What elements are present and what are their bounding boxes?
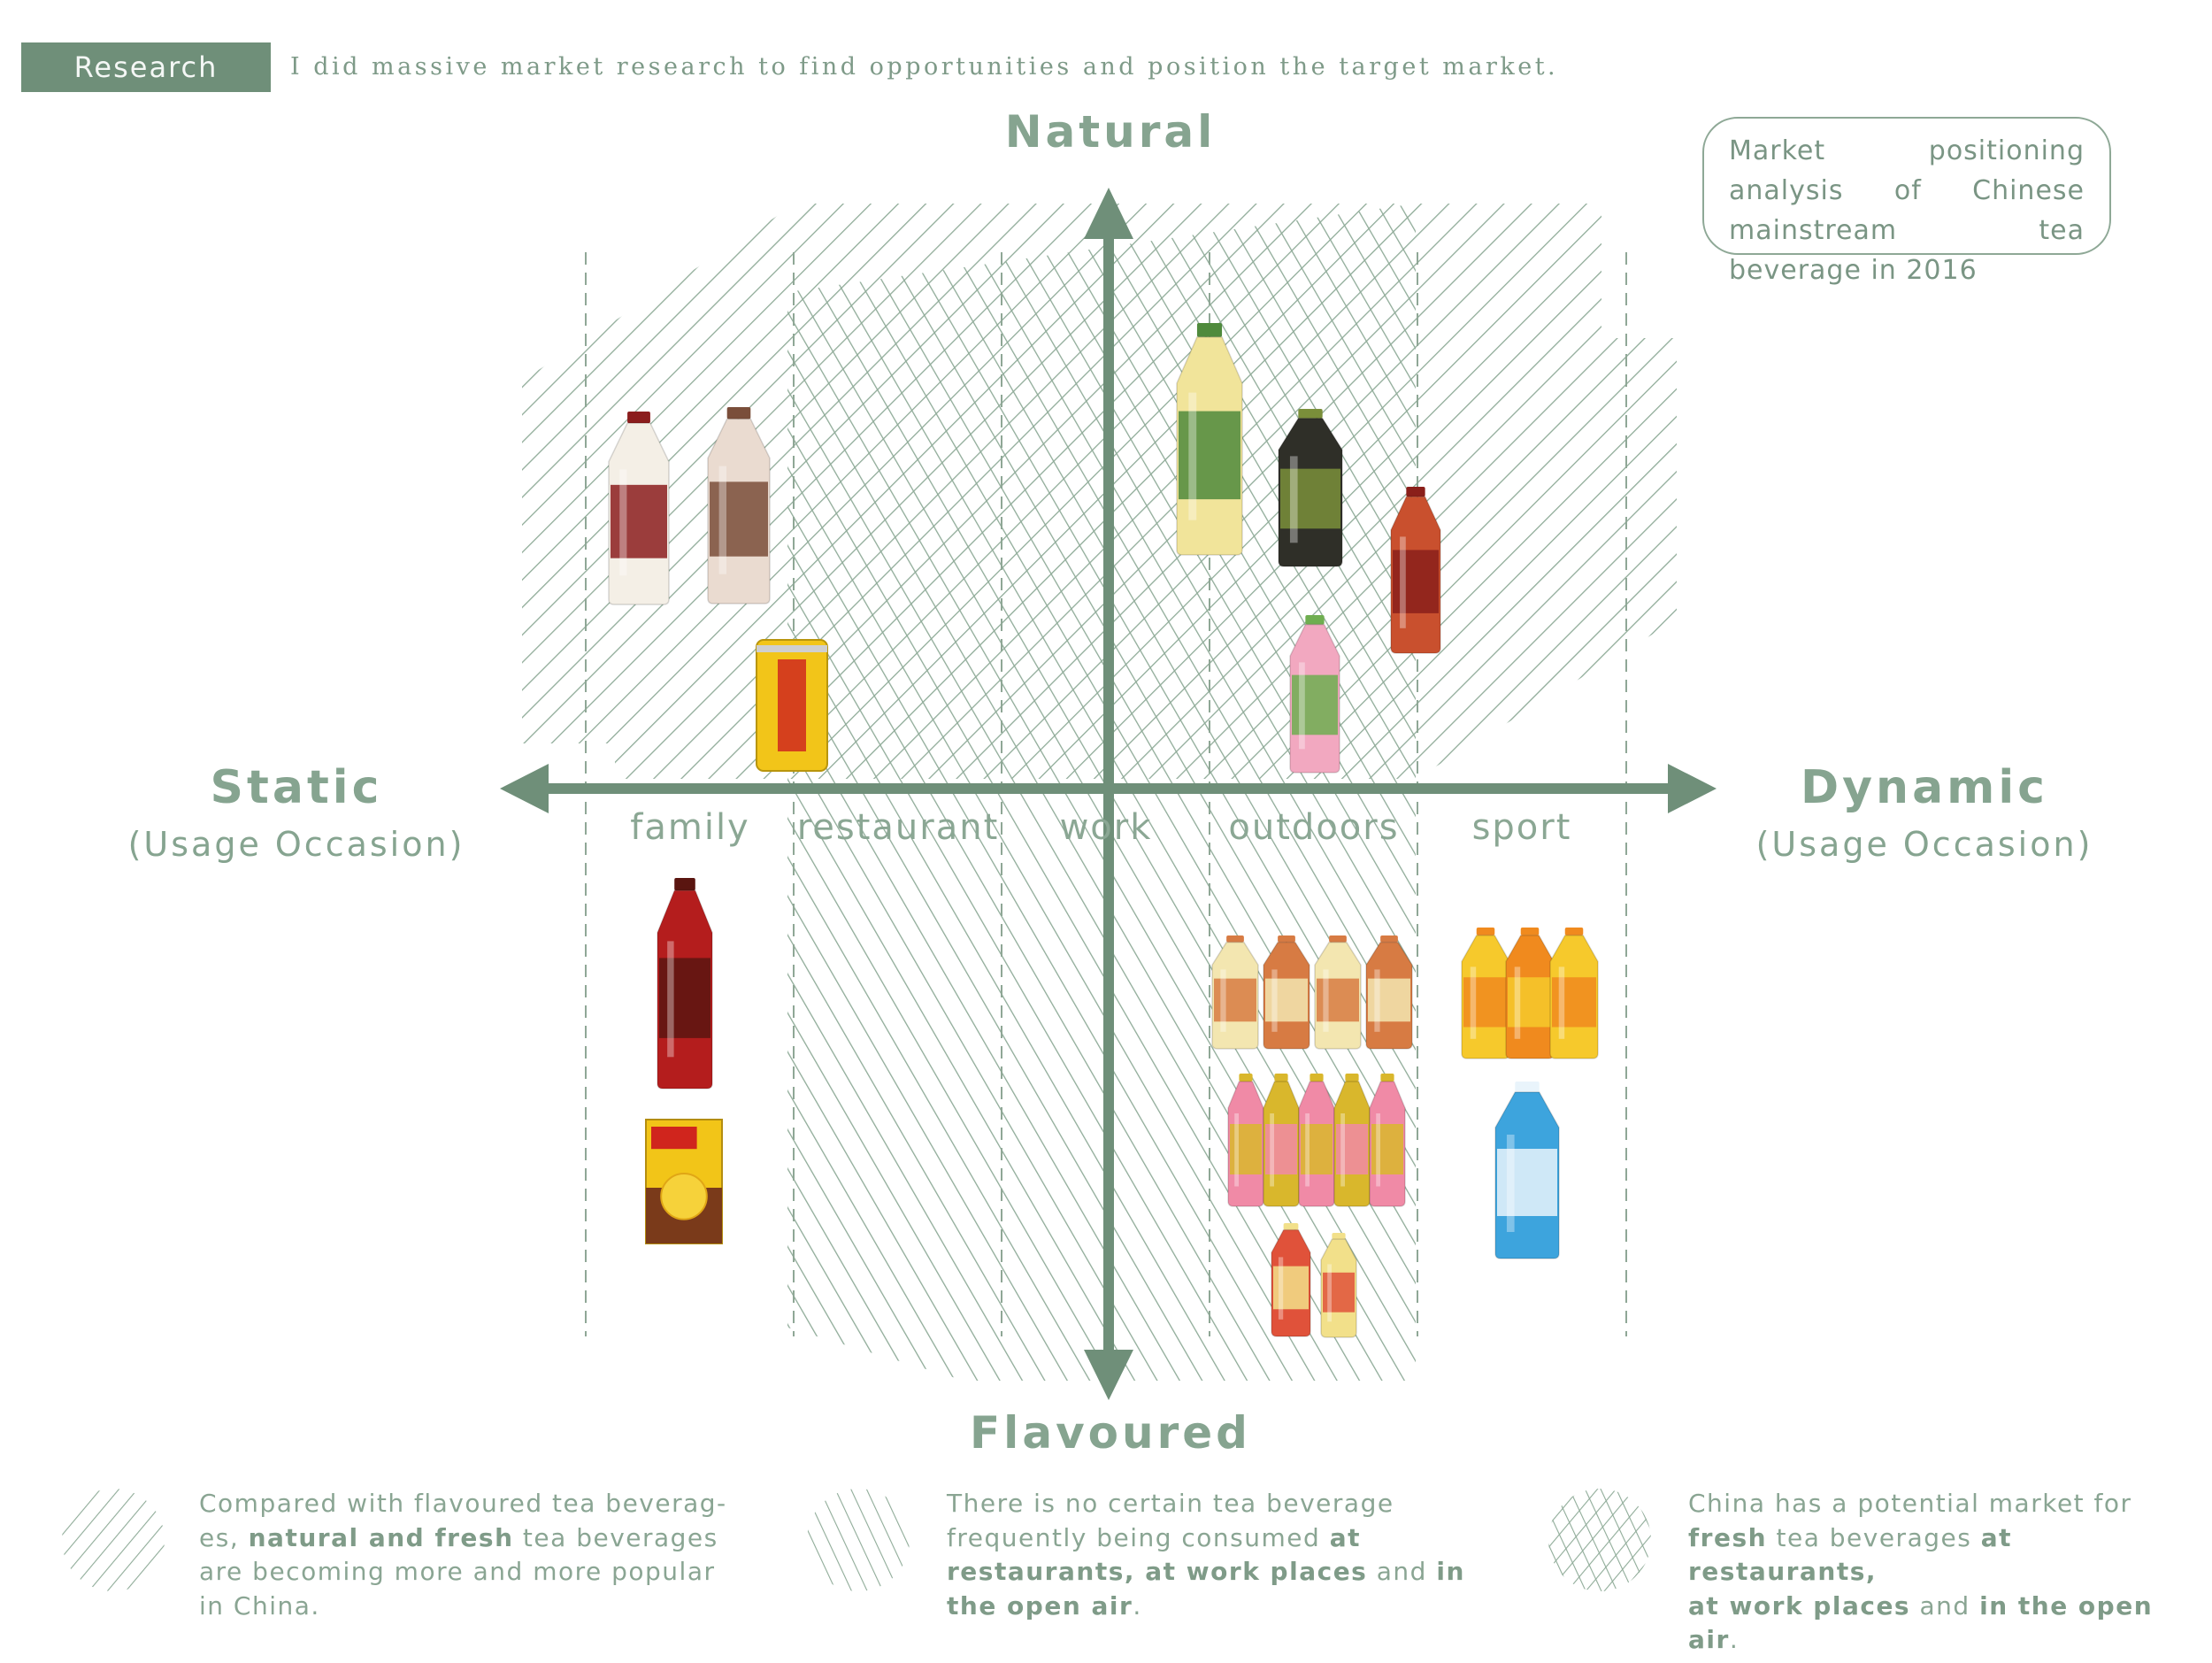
mizone-bottle [1494,1082,1560,1259]
axis-title-flavoured: Flavoured [970,1407,1251,1459]
legend-text-natural: Compared with flavoured tea beverag-es, … [199,1489,727,1621]
green-tea-bottle-1 [1176,323,1243,556]
occasion-label-sport: sport [1471,807,1572,848]
axis-title-static: Static [210,761,383,814]
axis-subtitle-static: (Usage Occasion) [127,825,465,864]
gatorade-bottles [1461,928,1599,1059]
down-arrow-icon [1084,1350,1133,1400]
wanglaoji-bottle [657,878,713,1089]
left-arrow-icon [500,764,549,813]
axis-title-natural: Natural [1004,106,1217,158]
pu-erh-tea-bottle [608,412,670,605]
axes [500,188,1717,1400]
legend-forward-hatch-icon [62,1489,165,1591]
legend-backward-hatch-icon [807,1489,910,1591]
oolong-tea-bottle [1278,409,1343,567]
occasion-label-work: work [1059,807,1153,848]
right-arrow-icon [1668,764,1717,813]
axis-title-dynamic: Dynamic [1800,761,2048,814]
occasion-label-family: family [630,807,750,848]
occasion-label-restaurant: restaurant [796,807,1000,848]
intro-text: I did massive market research to find op… [290,53,1559,81]
research-tag: Research [21,42,271,92]
flavoured-tea-bottles [1227,1074,1406,1207]
tieguanyin-bottle [707,407,771,604]
vita-lemon-tea-box [645,1119,723,1244]
analysis-note: Market positioning analysis of Chinese m… [1702,117,2111,286]
column-dividers [585,252,1627,1336]
black-tea-bottle [1390,487,1441,654]
cha-pi-bottles [1211,935,1413,1050]
small-tea-bottles [1271,1223,1357,1338]
jasmine-tea-bottle [1289,615,1340,774]
legend-crosshatch-icon [1548,1489,1651,1591]
up-arrow-icon [1084,188,1133,239]
product-images [608,323,1599,1338]
occasion-label-outdoors: outdoors [1228,807,1400,848]
jiaduobao-can [756,639,828,772]
axis-subtitle-dynamic: (Usage Occasion) [1755,825,2093,864]
